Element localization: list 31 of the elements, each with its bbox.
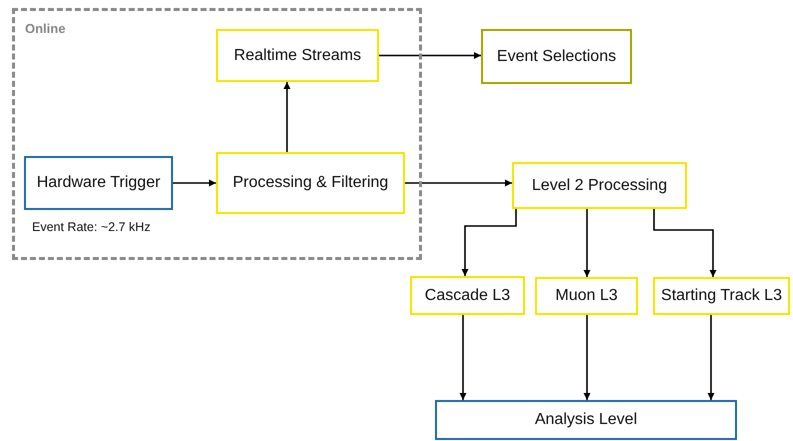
process-box — [435, 400, 737, 440]
process-box — [535, 277, 638, 315]
process-box — [216, 29, 379, 82]
node-label: Cascade L3 — [424, 286, 510, 304]
node-label: Realtime Streams — [234, 46, 362, 64]
group-frame — [12, 8, 422, 260]
node-label: Analysis Level — [534, 411, 638, 429]
arrow — [584, 315, 590, 400]
group-heading: Online — [25, 21, 66, 36]
arrow — [653, 209, 716, 277]
node-label: Starting Track L3 — [661, 287, 782, 305]
arrow — [460, 315, 466, 400]
arrow — [708, 315, 714, 400]
node-caption: Event Rate: ~2.7 kHz — [32, 220, 150, 234]
process-box — [24, 156, 173, 210]
node-label: Event Selections — [496, 48, 616, 66]
node-label: Muon L3 — [555, 287, 618, 305]
process-box — [216, 152, 405, 214]
process-box — [410, 276, 525, 315]
arrow — [584, 209, 590, 277]
process-box — [512, 162, 687, 209]
process-box — [653, 277, 790, 315]
arrow — [379, 52, 481, 59]
arrow — [173, 180, 216, 186]
node-label: Level 2 Processing — [532, 176, 668, 194]
process-box — [481, 29, 632, 84]
node-label: Hardware Trigger — [36, 174, 160, 192]
node-label: Processing & Filtering — [232, 174, 388, 192]
arrow — [462, 209, 517, 276]
arrow — [405, 180, 512, 186]
arrow — [284, 82, 290, 152]
